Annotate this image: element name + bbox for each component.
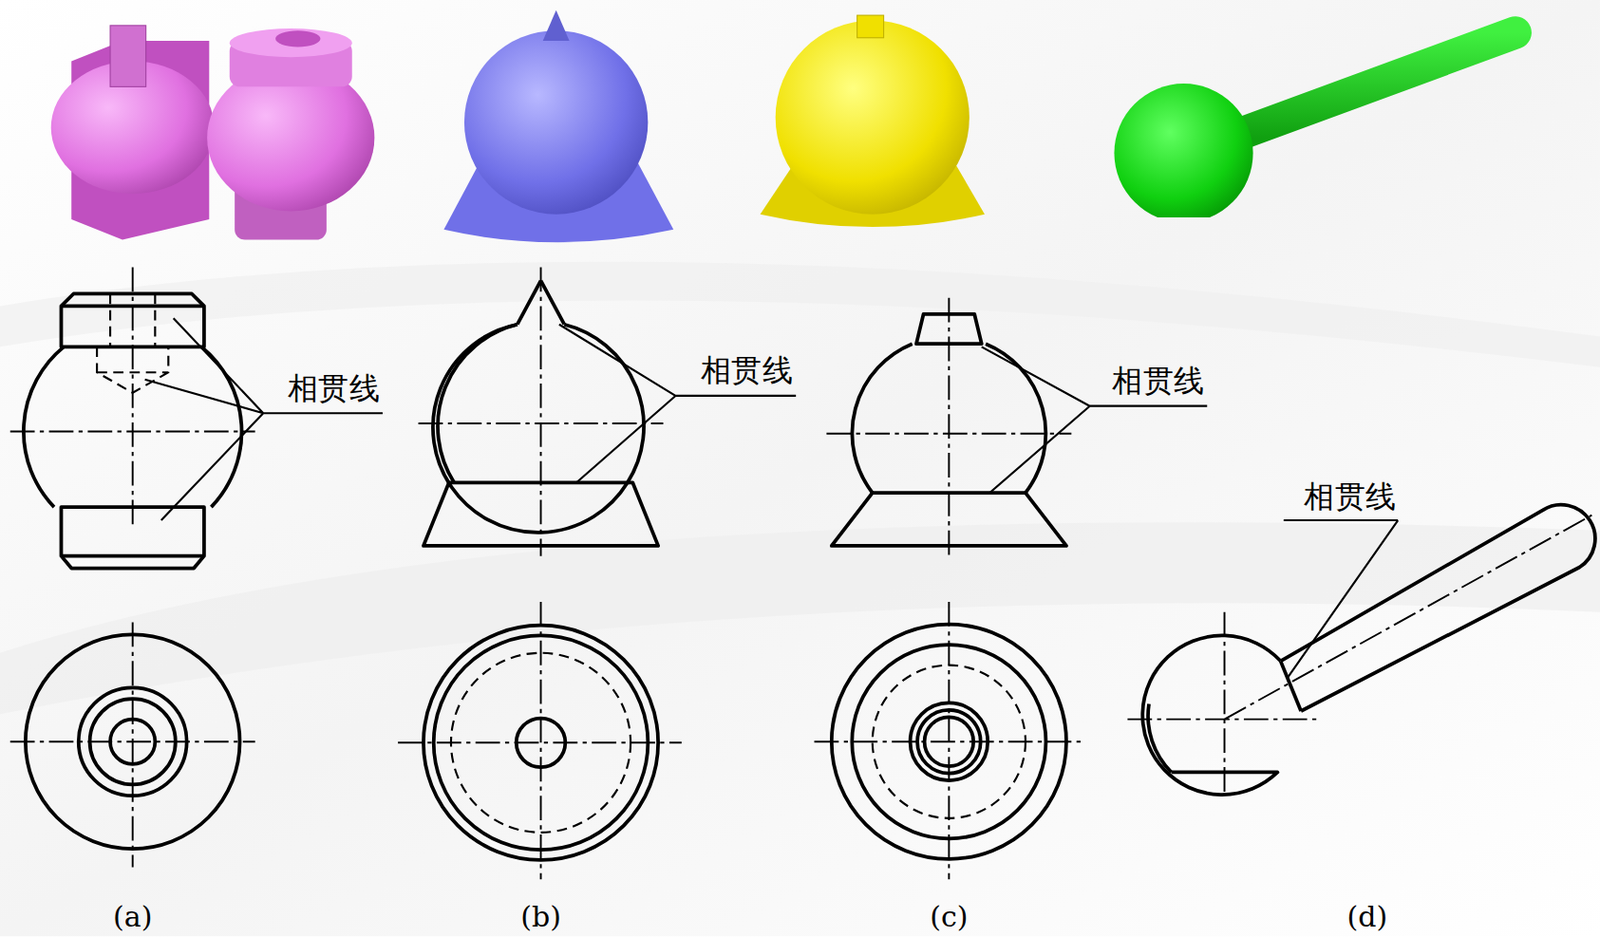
model-c (760, 15, 985, 227)
figure-caption: (c) (929, 903, 968, 932)
model-a (51, 25, 376, 241)
leader-label: 相贯线 (285, 373, 382, 404)
figure-caption: (a) (112, 903, 152, 932)
model-b (443, 10, 674, 243)
model-d (1113, 32, 1515, 223)
leader-label: 相贯线 (1110, 365, 1206, 396)
figure-caption: (b) (520, 903, 562, 932)
leader-label: 相贯线 (1301, 481, 1398, 512)
leader-label: 相贯线 (698, 355, 795, 386)
figure-caption: (d) (1347, 903, 1389, 932)
